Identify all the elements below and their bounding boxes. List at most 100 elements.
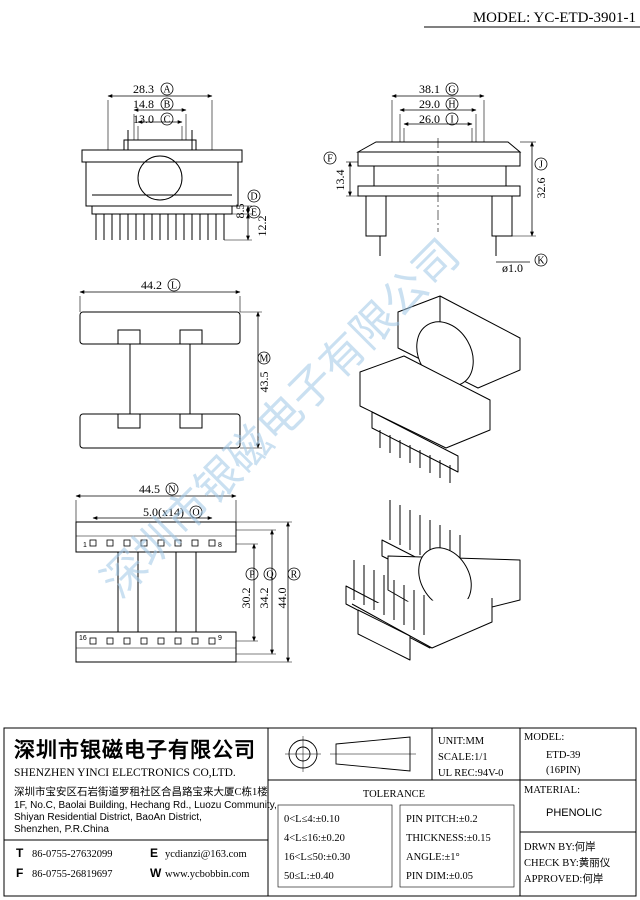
svg-text:44.2: 44.2 xyxy=(141,278,162,292)
svg-text:26.0: 26.0 xyxy=(419,112,440,126)
dim-B: 14.8 B xyxy=(133,97,174,111)
svg-text:N: N xyxy=(168,485,175,496)
dim-L: 44.2 L xyxy=(141,278,181,292)
svg-text:A: A xyxy=(163,85,171,96)
front-view-dimensions xyxy=(107,94,250,241)
tol-right-1: PIN PITCH:±0.2 xyxy=(406,814,478,825)
dim-C: 13.0 C xyxy=(133,112,174,126)
svg-text:R: R xyxy=(291,570,298,581)
dim-F: F 13.4 xyxy=(323,151,347,191)
dim-G: 38.1 G xyxy=(419,82,459,96)
isometric-view-top xyxy=(359,295,521,483)
dim-H: 29.0 H xyxy=(419,97,459,111)
svg-text:I: I xyxy=(450,115,453,126)
address-en-line2: Shiyan Residential District, BaoAn Distr… xyxy=(14,812,202,823)
tol-left-2: 4<L≤16:±0.20 xyxy=(284,833,345,844)
pin-row-bottom xyxy=(89,637,216,645)
tol-left-1: 0<L≤4:±0.10 xyxy=(284,814,340,825)
svg-text:30.2: 30.2 xyxy=(239,588,253,609)
svg-text:H: H xyxy=(448,100,455,111)
side-view-dimensions xyxy=(348,94,534,263)
front-view xyxy=(81,100,252,241)
svg-text:G: G xyxy=(448,85,455,96)
svg-text:13.0: 13.0 xyxy=(133,112,154,126)
checked-by: CHECK BY:黄丽仪 xyxy=(524,856,611,869)
unit-label: UNIT:MM xyxy=(438,736,485,747)
dim-D: D 8.5 xyxy=(233,189,261,219)
svg-text:34.2: 34.2 xyxy=(257,588,271,609)
svg-text:E: E xyxy=(251,208,257,219)
material-label: MATERIAL: xyxy=(524,785,580,796)
top-view-dimensions xyxy=(79,290,260,449)
svg-text:43.5: 43.5 xyxy=(257,372,271,393)
ul-label: UL REC:94V-0 xyxy=(438,768,503,779)
dim-E: E 12.2 xyxy=(247,205,269,237)
tol-right-4: PIN DIM:±0.05 xyxy=(406,871,473,882)
email-address: ycdianzi@163.com xyxy=(165,849,247,860)
svg-text:32.6: 32.6 xyxy=(534,178,548,199)
drawn-by: DRWN BY:何岸 xyxy=(524,840,596,853)
model-title: MODEL: YC-ETD-3901-1 xyxy=(473,10,636,26)
address-cn: 深圳市宝安区石岩街道罗租社区合昌路宝来大厦C栋1楼 xyxy=(14,785,268,798)
tolerance-title: TOLERANCE xyxy=(363,789,425,800)
svg-text:ø1.0: ø1.0 xyxy=(502,261,523,275)
svg-text:12.2: 12.2 xyxy=(255,216,269,237)
company-name-en: SHENZHEN YINCI ELECTRONICS CO,LTD. xyxy=(14,767,236,779)
material-value: PHENOLIC xyxy=(546,807,602,819)
dim-K: ø1.0 K xyxy=(502,253,548,275)
web-address: www.ycbobbin.com xyxy=(165,869,249,880)
svg-text:F: F xyxy=(327,154,333,165)
svg-text:J: J xyxy=(539,160,543,171)
tol-right-2: THICKNESS:±0.15 xyxy=(406,833,491,844)
isometric-view-bottom xyxy=(345,500,521,661)
svg-text:14.8: 14.8 xyxy=(133,97,154,111)
model-pins: (16PIN) xyxy=(546,765,581,776)
svg-text:44.0: 44.0 xyxy=(275,588,289,609)
svg-text:L: L xyxy=(171,281,177,292)
company-name-cn: 深圳市银磁电子有限公司 xyxy=(14,738,256,762)
scale-label: SCALE:1/1 xyxy=(438,752,488,763)
pin-mark-16: 16 xyxy=(79,635,87,642)
dim-R: R 44.0 xyxy=(275,567,301,609)
svg-text:44.5: 44.5 xyxy=(139,482,160,496)
svg-text:D: D xyxy=(250,192,257,203)
approved-by: APPROVED:何岸 xyxy=(524,872,603,885)
pin-mark-8: 8 xyxy=(218,542,222,549)
address-en-line3: Shenzhen, P.R.China xyxy=(14,824,109,835)
svg-text:29.0: 29.0 xyxy=(419,97,440,111)
dim-O: 5.0(x14) O xyxy=(143,505,203,519)
svg-text:C: C xyxy=(164,115,171,126)
svg-text:5.0(x14): 5.0(x14) xyxy=(143,505,184,519)
svg-text:13.4: 13.4 xyxy=(333,170,347,191)
dim-A: 28.3 A xyxy=(133,82,174,96)
svg-text:K: K xyxy=(537,256,545,267)
email-label: E xyxy=(150,846,158,860)
svg-text:B: B xyxy=(164,100,171,111)
model-label: MODEL: xyxy=(524,732,564,743)
svg-text:8.5: 8.5 xyxy=(233,204,247,219)
dim-N: 44.5 N xyxy=(139,482,179,496)
svg-text:P: P xyxy=(249,570,255,581)
projection-symbol xyxy=(285,736,416,772)
svg-text:28.3: 28.3 xyxy=(133,82,154,96)
tol-left-4: 50≤L:±0.40 xyxy=(284,871,334,882)
tel-label: T xyxy=(16,846,24,860)
pin-mark-1: 1 xyxy=(83,542,87,549)
side-view xyxy=(346,100,536,256)
pin-row-top xyxy=(89,539,216,547)
fax-label: F xyxy=(16,866,23,880)
svg-text:Q: Q xyxy=(266,570,274,581)
pin-mark-9: 9 xyxy=(218,635,222,642)
svg-text:M: M xyxy=(260,354,269,365)
tel-number: 86-0755-27632099 xyxy=(32,849,113,860)
address-en-line1: 1F, No.C, Baolai Building, Hechang Rd., … xyxy=(14,800,277,811)
dim-Q: Q 34.2 xyxy=(257,567,277,609)
svg-text:O: O xyxy=(192,508,199,519)
dim-I: 26.0 I xyxy=(419,112,459,126)
dim-P: P 30.2 xyxy=(239,567,259,609)
tol-right-3: ANGLE:±1° xyxy=(406,852,460,863)
pin-view xyxy=(75,500,292,663)
svg-text:38.1: 38.1 xyxy=(419,82,440,96)
top-view xyxy=(79,296,262,449)
